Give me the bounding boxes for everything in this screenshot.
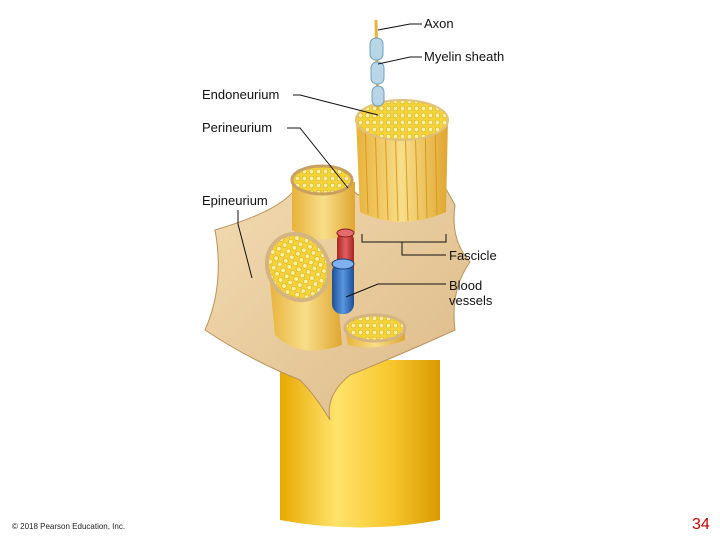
label-myelin-sheath: Myelin sheath <box>424 49 504 64</box>
label-perineurium: Perineurium <box>202 120 272 135</box>
fascicle-central-top <box>356 100 448 140</box>
leader-endoneurium <box>293 95 378 115</box>
label-epineurium: Epineurium <box>202 193 268 208</box>
label-endoneurium: Endoneurium <box>202 87 279 102</box>
fascicle-back-left-top <box>292 166 352 194</box>
label-fascicle: Fascicle <box>449 248 497 263</box>
nerve-trunk <box>280 360 440 528</box>
vein-lumen <box>332 259 354 269</box>
page-number: 34 <box>692 516 710 534</box>
label-blood-vessels: Blood vessels <box>449 278 492 308</box>
artery-lumen <box>337 229 354 237</box>
copyright-notice: © 2018 Pearson Education, Inc. <box>12 522 125 531</box>
label-axon: Axon <box>424 16 454 31</box>
leader-myelin <box>378 57 422 64</box>
leader-axon <box>378 24 422 30</box>
myelin-sheath <box>370 38 384 106</box>
fascicle-front-right-top <box>345 315 405 341</box>
vein <box>332 262 354 314</box>
